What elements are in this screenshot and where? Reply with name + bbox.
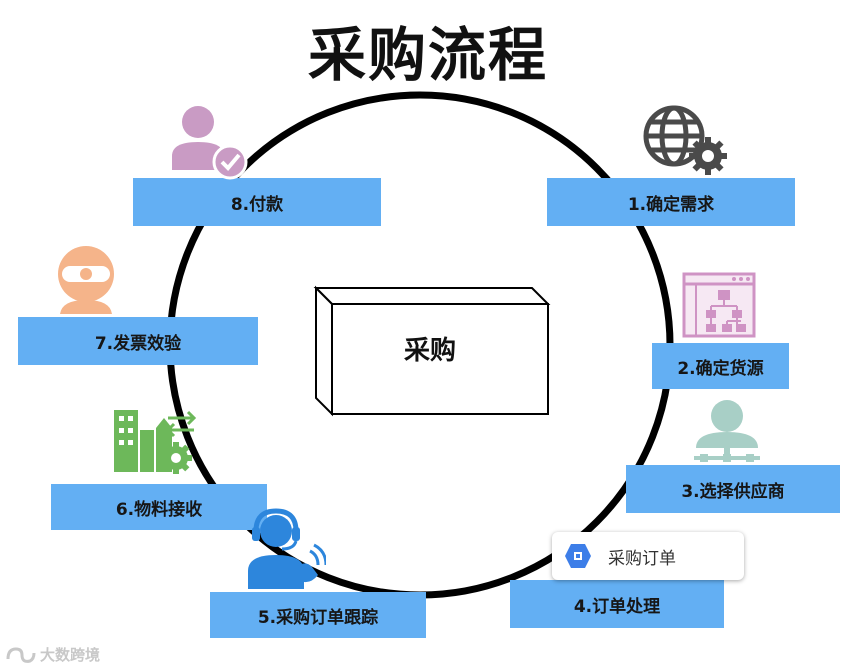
network-user-icon xyxy=(694,400,760,462)
step-8-label: 8.付款 xyxy=(230,194,284,215)
step-2-label: 2.确定货源 xyxy=(677,358,764,379)
factory-gear-icon xyxy=(114,410,197,474)
page-title: 采购流程 xyxy=(307,21,548,89)
step-3-label: 3.选择供应商 xyxy=(681,481,785,502)
step-6-box: 6.物料接收 xyxy=(51,484,267,530)
step-3-box: 3.选择供应商 xyxy=(626,465,840,513)
step-7-box: 7.发票效验 xyxy=(18,317,258,365)
center-label: 采购 xyxy=(403,336,456,366)
step-2-box: 2.确定货源 xyxy=(652,343,789,389)
chip-icon xyxy=(565,544,591,568)
flowchart-window-icon xyxy=(682,272,756,338)
step-7-label: 7.发票效验 xyxy=(94,333,182,354)
purchase-order-label: 采购订单 xyxy=(608,548,676,569)
watermark: 大数跨境 xyxy=(6,644,100,665)
step-8-box: 8.付款 xyxy=(133,178,381,226)
step-4-box: 4.订单处理 xyxy=(510,580,724,628)
globe-gear-icon xyxy=(643,105,727,175)
headset-agent-icon xyxy=(248,508,326,589)
user-check-icon xyxy=(172,106,248,180)
step-6-label: 6.物料接收 xyxy=(115,499,203,520)
step-5-box: 5.采购订单跟踪 xyxy=(210,592,426,638)
webcam-icon xyxy=(58,246,114,314)
watermark-text: 大数跨境 xyxy=(40,646,101,664)
step-4-label: 4.订单处理 xyxy=(573,596,661,617)
step-1-label: 1.确定需求 xyxy=(627,194,715,215)
center-box xyxy=(313,285,551,417)
purchase-order-tag: 采购订单 xyxy=(552,532,744,580)
step-5-label: 5.采购订单跟踪 xyxy=(257,607,379,628)
brand-logo-icon xyxy=(6,646,36,663)
step-1-box: 1.确定需求 xyxy=(547,178,795,226)
